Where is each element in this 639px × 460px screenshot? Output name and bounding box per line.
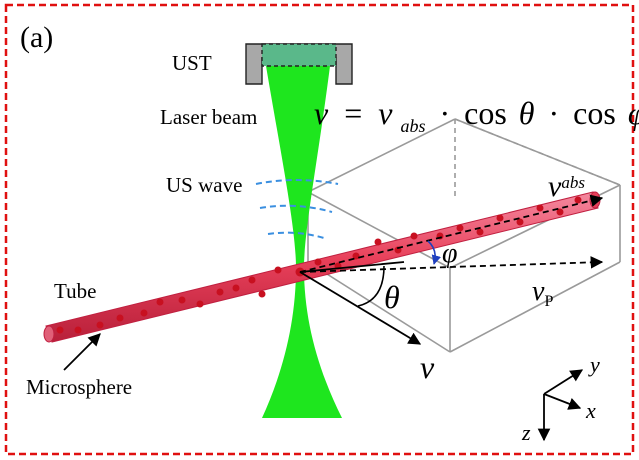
coordinate-axes <box>537 369 584 442</box>
ust-label: UST <box>172 51 212 75</box>
v-abs-label: vabs <box>548 170 585 203</box>
panel-label: (a) <box>20 21 53 54</box>
theta-label: θ <box>384 279 400 315</box>
microsphere-label: Microsphere <box>26 375 132 399</box>
phi-label: φ <box>442 238 458 269</box>
eq-phi: φ <box>628 95 639 131</box>
vp-arrow <box>299 256 604 273</box>
eq-equals: = <box>344 95 362 131</box>
panel-frame <box>4 3 635 456</box>
vp-label: vP <box>532 276 553 310</box>
phi-arc <box>427 240 441 265</box>
axis-x-label: x <box>585 398 596 423</box>
theta-arc <box>357 265 385 307</box>
vectors <box>299 194 604 345</box>
eq-abs-sub: abs <box>400 116 425 136</box>
laser-beam-label: Laser beam <box>160 105 257 129</box>
us-wave <box>255 179 339 239</box>
us-wave-label: US wave <box>166 173 242 197</box>
microsphere-leader <box>63 333 101 371</box>
axis-y-label: y <box>588 352 600 377</box>
eq-theta: θ <box>519 95 535 131</box>
eq-lhs: v <box>314 95 329 131</box>
laser-beam <box>262 66 342 418</box>
velocity-equation: v = v abs · cos θ · cos φ <box>314 95 639 139</box>
v-arrow <box>299 271 422 345</box>
tube-label: Tube <box>54 279 96 303</box>
eq-v: v <box>378 95 393 131</box>
eq-dot1: · <box>439 95 450 131</box>
v-abs-arrow <box>299 194 604 273</box>
eq-cos1: cos <box>464 95 507 131</box>
axis-z-label: z <box>521 420 531 445</box>
eq-cos2: cos <box>573 95 616 131</box>
v-label: v <box>420 349 435 385</box>
ust-transducer <box>245 43 353 85</box>
microspheres <box>56 196 582 334</box>
eq-dot2: · <box>549 95 560 131</box>
